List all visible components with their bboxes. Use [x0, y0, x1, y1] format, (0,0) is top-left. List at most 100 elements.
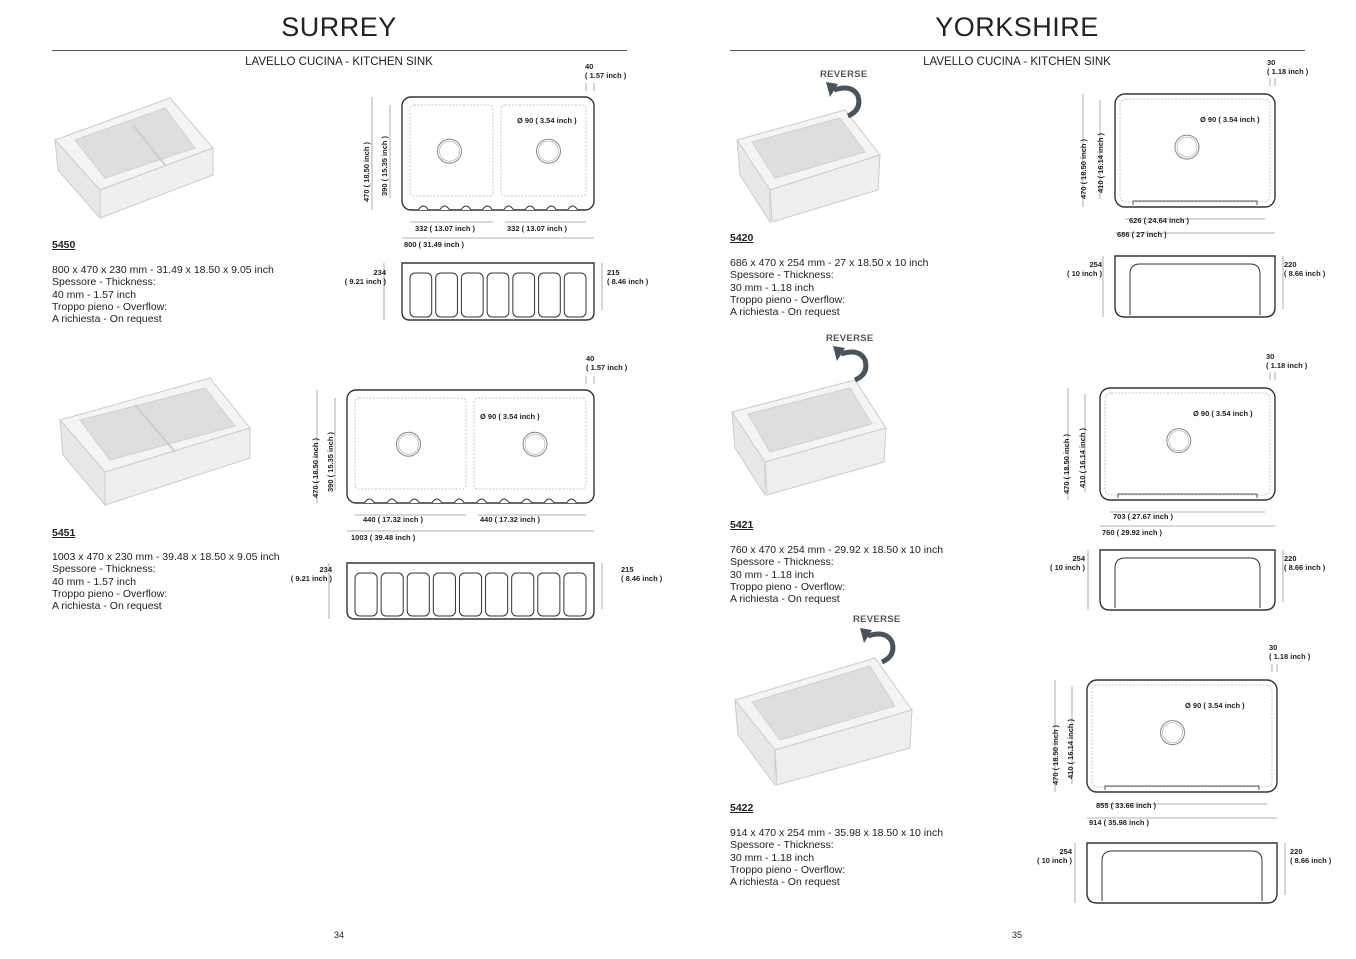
reverse-arrow-icon	[867, 631, 896, 665]
sink-top-outline	[1099, 387, 1276, 501]
flute-notch	[567, 205, 579, 211]
flute-notch	[498, 498, 510, 504]
reverse-arrow-icon	[833, 346, 845, 361]
front-flute	[460, 272, 484, 318]
front-panel	[1101, 850, 1263, 901]
sink-top-outline	[346, 389, 595, 504]
dim-inner-depth: 410 ( 16.14 inch )	[1096, 132, 1105, 193]
dim-front-inner: 215( 8.46 inch )	[607, 268, 649, 286]
product-description: 800 x 470 x 230 mm - 31.49 x 18.50 x 9.0…	[52, 264, 274, 326]
sink-photo-bowl	[79, 387, 236, 461]
reverse-label: REVERSE	[826, 333, 874, 344]
front-flute	[354, 572, 378, 617]
drain-icon	[522, 431, 548, 457]
sink-photo-front	[774, 709, 913, 786]
dim-front-height: 254( 10 inch )	[1049, 554, 1085, 572]
reverse-label: REVERSE	[853, 614, 901, 625]
front-flute	[537, 572, 561, 617]
sink-top-outline	[401, 96, 595, 211]
dim-bowl-1: 440 ( 17.32 inch )	[363, 515, 424, 524]
bowl-outline	[354, 397, 467, 490]
sink-top-outline	[1114, 93, 1276, 208]
flute-notch	[386, 498, 398, 504]
dim-drain: Ø 90 ( 3.54 inch )	[1185, 701, 1245, 710]
dim-inner-depth: 390 ( 15.35 inch )	[326, 431, 335, 492]
sink-photo-front	[731, 411, 766, 497]
dim-width: 1003 ( 39.48 inch )	[351, 533, 416, 542]
front-flute	[409, 272, 433, 318]
product-code: 5450	[52, 239, 76, 251]
product-description: 1003 x 470 x 230 mm - 39.48 x 18.50 x 9.…	[52, 551, 280, 613]
apron-lip	[1117, 493, 1258, 498]
flute-notch	[476, 498, 488, 504]
flute-notch	[439, 205, 451, 211]
dim-rim: 40( 1.57 inch )	[585, 62, 627, 80]
flute-notch	[524, 205, 536, 211]
product-code: 5451	[52, 527, 76, 539]
dim-width: 760 ( 29.92 inch )	[1102, 528, 1163, 537]
bowl-outline	[1104, 392, 1271, 496]
sink-photo-front	[736, 139, 771, 224]
front-flute	[538, 272, 561, 318]
drain-icon	[524, 433, 546, 455]
dim-depth: 470 ( 18.50 inch )	[1062, 433, 1071, 494]
product-description: 914 x 470 x 254 mm - 35.98 x 18.50 x 10 …	[730, 827, 944, 889]
dim-rim: 30( 1.18 inch )	[1266, 352, 1308, 370]
drain-icon	[439, 140, 460, 162]
sink-photo-front	[734, 698, 776, 787]
dim-width: 686 ( 27 inch )	[1117, 230, 1167, 239]
flute-notch	[417, 205, 429, 211]
apron-lip	[1132, 200, 1258, 205]
flute-notch	[545, 205, 557, 211]
drain-icon	[536, 138, 561, 164]
dim-width: 800 ( 31.49 inch )	[404, 240, 465, 249]
front-flute	[380, 572, 404, 617]
dim-inner-width: 626 ( 24.64 inch )	[1129, 216, 1190, 225]
dim-drain: Ø 90 ( 3.54 inch )	[517, 116, 577, 125]
dim-depth: 470 ( 18.50 inch )	[362, 141, 371, 202]
dim-depth: 470 ( 18.50 inch )	[1051, 724, 1060, 785]
product-code: 5420	[730, 232, 754, 244]
sink-photo-bowl	[747, 387, 873, 453]
dim-inner-width: 703 ( 27.67 inch )	[1113, 512, 1174, 521]
bowl-outline	[473, 397, 587, 490]
bowl-divider	[132, 124, 166, 166]
dim-front-height: 234( 9.21 inch )	[344, 268, 386, 286]
dim-front-inner: 220( 8.66 inch )	[1284, 554, 1326, 572]
drain-icon	[437, 138, 462, 164]
drain-icon	[1174, 134, 1200, 160]
front-panel	[1129, 263, 1261, 315]
flute-notch	[543, 498, 555, 504]
product-description: 686 x 470 x 254 mm - 27 x 18.50 x 10 inc…	[730, 257, 929, 319]
drain-icon	[398, 433, 419, 455]
drain-icon	[396, 431, 421, 457]
dim-width: 914 ( 35.98 inch )	[1089, 818, 1150, 827]
flute-notch	[566, 498, 577, 504]
sink-photo-bowl	[751, 665, 896, 741]
sink-front-outline	[1099, 549, 1276, 611]
dim-depth: 470 ( 18.50 inch )	[1079, 138, 1088, 199]
product-code: 5421	[730, 519, 754, 531]
flute-notch	[460, 205, 472, 211]
dim-inner-depth: 410 ( 16.14 inch )	[1078, 427, 1087, 488]
bowl-divider	[134, 404, 176, 453]
front-flute	[432, 572, 456, 617]
section-subtitle: LAVELLO CUCINA - KITCHEN SINK	[923, 56, 1111, 68]
sink-photo-front	[769, 154, 881, 223]
sink-front-outline	[401, 262, 595, 321]
dim-drain: Ø 90 ( 3.54 inch )	[1193, 409, 1253, 418]
flute-notch	[521, 498, 533, 504]
title-divider	[730, 50, 1305, 51]
reverse-arrow-icon	[840, 349, 869, 383]
title-divider	[52, 50, 627, 51]
bowl-outline	[1091, 684, 1273, 788]
sink-photo-bowl	[74, 107, 196, 179]
front-flute	[563, 572, 587, 617]
dim-inner-depth: 410 ( 16.14 inch )	[1066, 718, 1075, 779]
dim-bowl-2: 440 ( 17.32 inch )	[480, 515, 541, 524]
dim-inner-width: 855 ( 33.66 inch )	[1096, 801, 1157, 810]
flute-notch	[481, 205, 493, 211]
dim-front-height: 254( 10 inch )	[1066, 260, 1102, 278]
drain-icon	[1168, 430, 1190, 452]
